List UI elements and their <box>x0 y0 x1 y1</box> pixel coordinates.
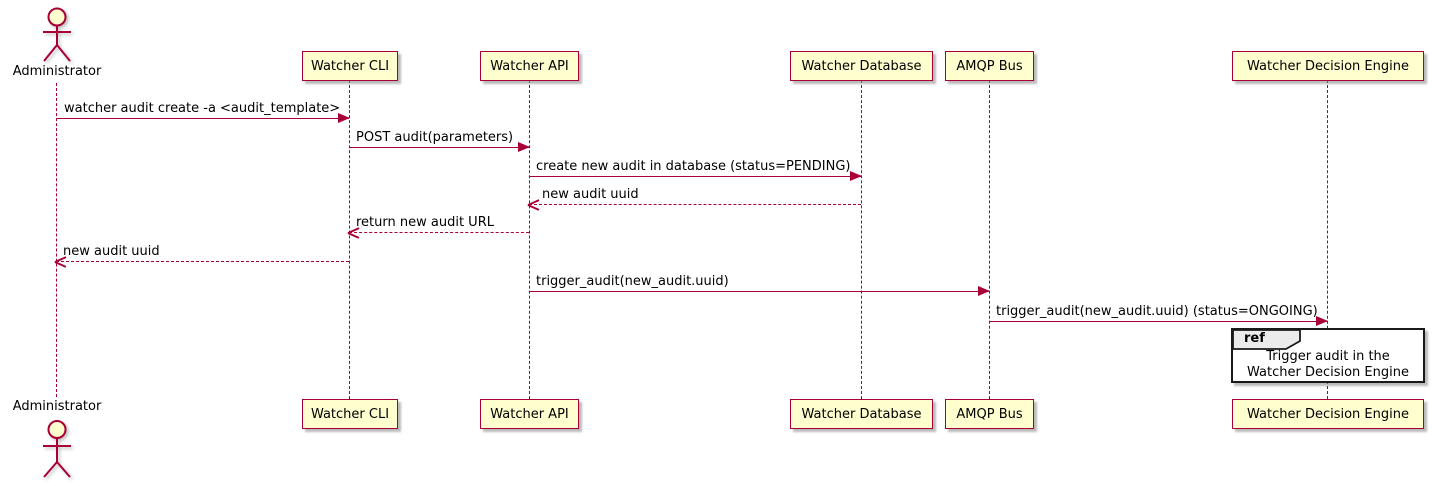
participant-box-watcher-database-top: Watcher Database <box>790 51 933 81</box>
participant-box-watcher-cli-top: Watcher CLI <box>302 51 398 81</box>
message-label: trigger_audit(new_audit.uuid) (status=ON… <box>996 304 1318 319</box>
participant-box-watcher-api-top: Watcher API <box>480 51 579 81</box>
arrowhead-icon <box>55 255 68 268</box>
lifeline-watcher-api <box>529 80 530 399</box>
message-trigger-audit: trigger_audit(new_audit.uuid) <box>529 271 990 296</box>
arrowhead-icon <box>348 226 361 239</box>
message-watcher-audit-create: watcher audit create -a <audit_template> <box>57 98 350 123</box>
message-label: new audit uuid <box>63 244 160 259</box>
arrowhead-icon <box>518 142 530 152</box>
participant-box-amqp-bus-top: AMQP Bus <box>945 51 1034 81</box>
message-label: return new audit URL <box>356 215 494 230</box>
message-label: watcher audit create -a <audit_template> <box>64 101 341 116</box>
ref-text-line2: Watcher Decision Engine <box>1247 365 1409 380</box>
participant-box-watcher-api-bottom: Watcher API <box>480 399 579 429</box>
ref-keyword: ref <box>1244 331 1265 346</box>
message-label: trigger_audit(new_audit.uuid) <box>536 274 729 289</box>
arrowhead-icon <box>850 171 862 181</box>
participant-box-watcher-decision-engine-bottom: Watcher Decision Engine <box>1232 399 1424 429</box>
ref-text: Trigger audit in the Watcher Decision En… <box>1233 349 1423 381</box>
lifeline-watcher-cli <box>349 80 350 399</box>
message-return-new-audit-url: return new audit URL <box>349 212 529 233</box>
message-new-audit-uuid-to-admin: new audit uuid <box>56 241 349 262</box>
participant-box-amqp-bus-bottom: AMQP Bus <box>945 399 1034 429</box>
message-post-audit: POST audit(parameters) <box>349 127 530 152</box>
lifeline-administrator <box>56 83 57 397</box>
message-label: create new audit in database (status=PEN… <box>536 159 851 174</box>
actor-icon <box>43 7 71 62</box>
arrowhead-icon <box>338 113 350 123</box>
ref-text-line1: Trigger audit in the <box>1266 349 1390 364</box>
lifeline-amqp-bus <box>989 80 990 399</box>
lifeline-watcher-database <box>861 80 862 399</box>
arrowhead-icon <box>1316 316 1328 326</box>
message-trigger-audit-ongoing: trigger_audit(new_audit.uuid) (status=ON… <box>989 301 1328 326</box>
message-label: new audit uuid <box>542 187 639 202</box>
actor-icon <box>43 420 71 478</box>
message-new-audit-uuid-return: new audit uuid <box>529 184 861 205</box>
message-create-new-audit: create new audit in database (status=PEN… <box>529 156 862 181</box>
ref-header-pentagon-icon <box>1232 329 1301 350</box>
arrowhead-icon <box>978 286 990 296</box>
ref-fragment: ref Trigger audit in the Watcher Decisio… <box>1231 328 1425 383</box>
arrowhead-icon <box>528 198 541 211</box>
actor-label-administrator-top: Administrator <box>12 64 102 79</box>
participant-box-watcher-database-bottom: Watcher Database <box>790 399 933 429</box>
actor-label-administrator-bottom: Administrator <box>12 399 102 414</box>
message-label: POST audit(parameters) <box>356 130 514 145</box>
participant-box-watcher-cli-bottom: Watcher CLI <box>302 399 398 429</box>
lifeline-watcher-decision-engine <box>1327 80 1328 399</box>
participant-box-watcher-decision-engine-top: Watcher Decision Engine <box>1232 51 1424 81</box>
